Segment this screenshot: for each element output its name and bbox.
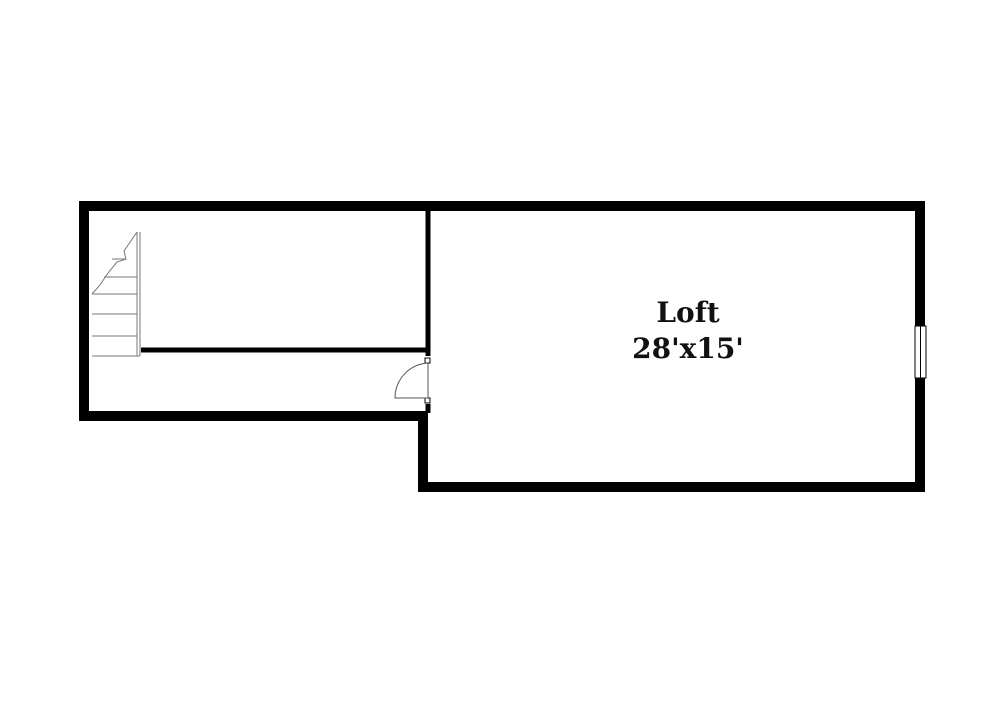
door [394,362,429,399]
room-name-loft: Loft [656,296,719,329]
door-jamb-bottom [424,397,431,404]
room-dimensions-loft: 28'x15' [632,332,744,365]
staircase [91,231,141,357]
door-jamb-top [424,357,431,364]
window [914,325,927,379]
exterior-wall [79,201,925,492]
